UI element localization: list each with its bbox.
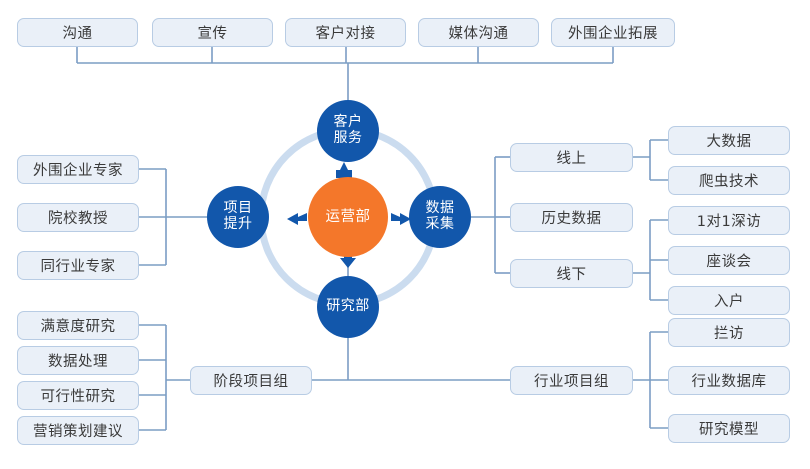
left-item-3[interactable]: 同行业专家 [17,251,139,280]
online-child-2[interactable]: 爬虫技术 [668,166,790,195]
stage-project-group[interactable]: 阶段项目组 [190,366,312,395]
bottom-left-item-3-label: 可行性研究 [40,389,116,405]
bottom-right-item-2-label: 行业数据库 [691,374,767,390]
offline-child-2-label: 座谈会 [706,254,752,270]
bottom-left-item-1-label: 满意度研究 [40,319,116,335]
hub-operations-dept[interactable]: 运营部 [308,177,388,257]
satellite-research-dept-line1: 研究部 [326,298,370,315]
left-item-2-label: 院校教授 [48,211,108,227]
satellite-data-collection-line2: 采集 [425,216,455,232]
bottom-left-item-1[interactable]: 满意度研究 [17,311,139,340]
satellite-project-improvement[interactable]: 项目 提升 [207,186,269,248]
satellite-data-collection-line1: 数据 [425,200,455,217]
bottom-left-item-4-label: 营销策划建议 [33,424,123,440]
satellite-customer-service-line1: 客户 [333,114,363,131]
industry-project-group[interactable]: 行业项目组 [510,366,633,395]
offline-child-1[interactable]: 1对1深访 [668,206,790,235]
bottom-left-item-3[interactable]: 可行性研究 [17,381,139,410]
right-item-history-label: 历史数据 [541,211,602,227]
satellite-research-dept[interactable]: 研究部 [317,276,379,338]
online-child-1[interactable]: 大数据 [668,126,790,155]
offline-child-2[interactable]: 座谈会 [668,246,790,275]
top-item-1[interactable]: 沟通 [17,18,138,47]
left-item-2[interactable]: 院校教授 [17,203,139,232]
left-item-3-label: 同行业专家 [40,259,116,275]
top-item-1-label: 沟通 [62,26,93,42]
satellite-project-improvement-line2: 提升 [223,216,253,232]
left-item-1-label: 外围企业专家 [33,163,123,179]
right-item-offline-label: 线下 [556,267,587,283]
top-item-3[interactable]: 客户对接 [285,18,406,47]
right-item-online-label: 线上 [556,151,587,167]
offline-child-3[interactable]: 入户 [668,286,790,315]
industry-project-group-label: 行业项目组 [534,374,609,390]
online-child-1-label: 大数据 [706,134,752,150]
top-item-4[interactable]: 媒体沟通 [418,18,539,47]
top-item-2-label: 宣传 [197,26,228,42]
top-item-5-label: 外围企业拓展 [568,26,658,42]
satellite-customer-service-line2: 服务 [333,130,363,146]
right-item-history[interactable]: 历史数据 [510,203,633,232]
right-item-offline[interactable]: 线下 [510,259,633,288]
bottom-left-item-2[interactable]: 数据处理 [17,346,139,375]
satellite-data-collection[interactable]: 数据 采集 [409,186,471,248]
top-item-2[interactable]: 宣传 [152,18,273,47]
bottom-right-item-1-label: 拦访 [714,326,744,342]
offline-child-3-label: 入户 [714,294,744,310]
online-child-2-label: 爬虫技术 [699,174,759,190]
top-item-5[interactable]: 外围企业拓展 [551,18,675,47]
bottom-right-item-3-label: 研究模型 [699,422,759,438]
satellite-project-improvement-line1: 项目 [223,200,253,217]
bottom-left-item-2-label: 数据处理 [48,354,108,370]
offline-child-1-label: 1对1深访 [696,214,762,230]
bottom-left-item-4[interactable]: 营销策划建议 [17,416,139,445]
bottom-right-item-3[interactable]: 研究模型 [668,414,790,443]
satellite-customer-service[interactable]: 客户 服务 [317,100,379,162]
stage-project-group-label: 阶段项目组 [213,374,289,390]
hub-operations-dept-label: 运营部 [325,208,371,225]
right-item-online[interactable]: 线上 [510,143,633,172]
left-item-1[interactable]: 外围企业专家 [17,155,139,184]
bottom-right-item-1[interactable]: 拦访 [668,318,790,347]
bottom-right-item-2[interactable]: 行业数据库 [668,366,790,395]
top-item-3-label: 客户对接 [315,26,376,42]
top-item-4-label: 媒体沟通 [448,26,509,42]
